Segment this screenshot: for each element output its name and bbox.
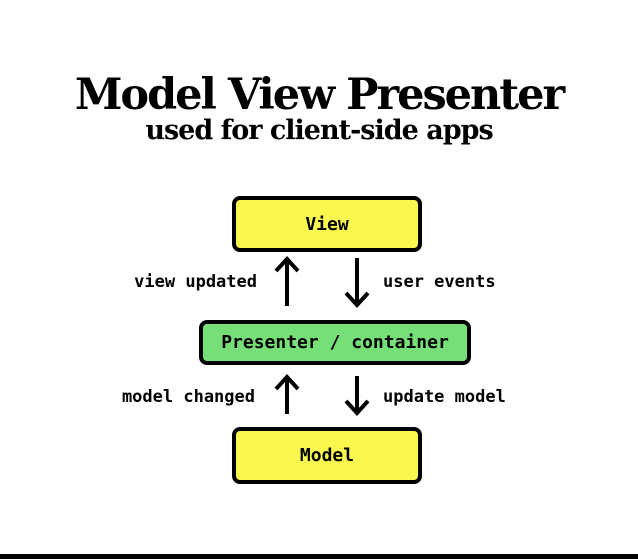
page-title: Model View Presenter: [74, 70, 565, 120]
arrow-down-icon: [342, 374, 372, 416]
node-presenter-label: Presenter / container: [221, 332, 449, 353]
node-model: Model: [232, 427, 422, 484]
arrow-up-icon: [272, 256, 302, 308]
edge-label-update-model: update model: [383, 387, 506, 407]
arrow-up-icon: [272, 374, 302, 416]
node-view-label: View: [305, 213, 349, 235]
node-presenter: Presenter / container: [199, 320, 471, 365]
edge-label-user-events: user events: [383, 272, 496, 292]
edge-label-view-updated: view updated: [134, 272, 257, 292]
edge-label-model-changed: model changed: [121, 387, 255, 407]
node-model-label: Model: [299, 445, 355, 466]
arrow-down-icon: [342, 256, 372, 308]
page-subtitle: used for client-side apps: [145, 115, 493, 146]
bottom-edge-bar: [0, 554, 638, 559]
node-view: View: [232, 196, 422, 252]
